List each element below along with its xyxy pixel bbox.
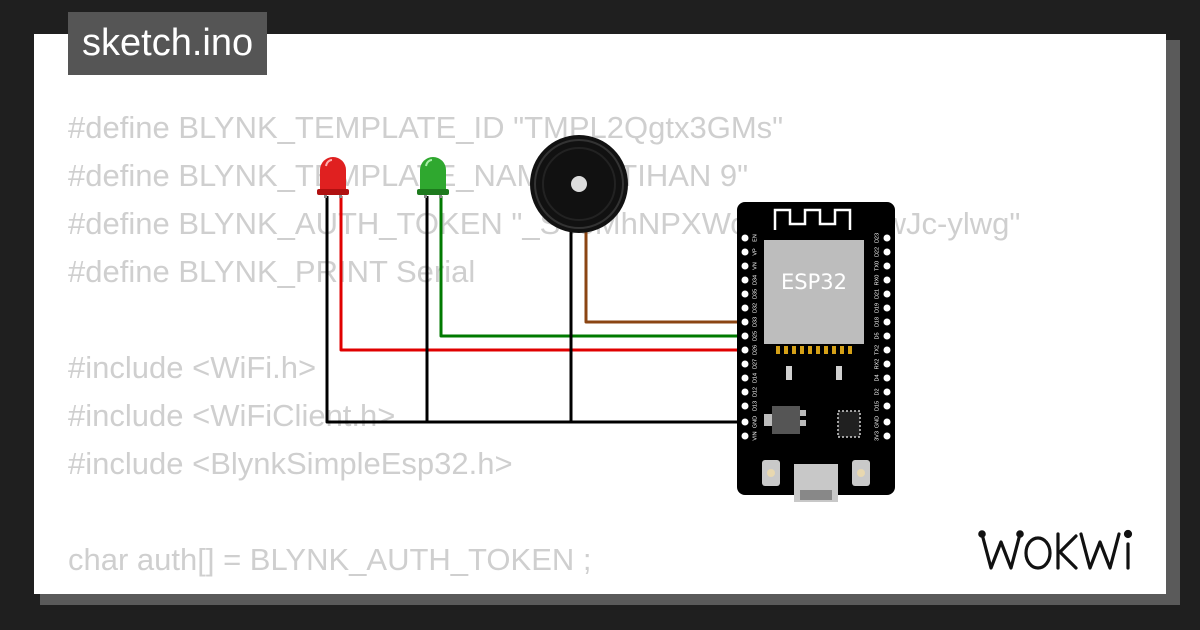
- wire-red: [339, 196, 745, 352]
- pin-label: D25: [752, 331, 758, 341]
- pin-label: D14: [752, 373, 758, 383]
- pin-label: VN: [752, 262, 758, 270]
- code-line: char ssid[] = "Wokwi-GUEST";: [68, 584, 1020, 594]
- wokwi-logo: [978, 529, 1133, 570]
- pin-label: D15: [874, 401, 880, 411]
- pin-label: GND: [874, 416, 880, 428]
- preview-card: #define BLYNK_TEMPLATE_ID "TMPL2Qgtx3GMs…: [34, 34, 1166, 594]
- pin-label: D12: [752, 387, 758, 397]
- pin-label: D27: [752, 359, 758, 369]
- wire-brown: [584, 230, 745, 324]
- pin-label: D26: [752, 345, 758, 355]
- pin-label: D33: [752, 317, 758, 327]
- pin-label: RX2: [874, 359, 880, 370]
- esp32-chip-label: ESP32: [781, 270, 847, 294]
- pin-label: RX0: [874, 275, 880, 286]
- pin-label: D35: [752, 289, 758, 299]
- pin-label: D23: [874, 233, 880, 243]
- pin-label: D19: [874, 303, 880, 313]
- pin-label: EN: [752, 234, 758, 242]
- pin-label: D5: [874, 332, 880, 339]
- pin-label: 3V3: [874, 431, 880, 441]
- pin-label: D13: [752, 401, 758, 411]
- pin-label: VP: [752, 248, 758, 256]
- pin-label: D18: [874, 317, 880, 327]
- red-led[interactable]: [317, 157, 349, 198]
- wire-black-red-led: [325, 196, 745, 424]
- code-line: #include <WiFi.h>: [68, 350, 317, 385]
- pin-label: D2: [874, 388, 880, 395]
- pin-label: TX2: [874, 345, 880, 355]
- pin-label: TX0: [874, 261, 880, 271]
- pin-label: VIN: [752, 431, 758, 440]
- code-line: #define BLYNK_TEMPLATE_ID "TMPL2Qgtx3GMs…: [68, 110, 784, 145]
- code-line: #define BLYNK_PRINT Serial: [68, 254, 476, 289]
- pin-label: GND: [752, 416, 758, 428]
- pin-label: D21: [874, 289, 880, 299]
- green-led[interactable]: [417, 157, 449, 198]
- code-line: #include <WiFiClient.h>: [68, 398, 396, 433]
- code-background: #define BLYNK_TEMPLATE_ID "TMPL2Qgtx3GMs…: [68, 104, 1020, 594]
- piezo-buzzer[interactable]: [530, 135, 628, 233]
- code-line: char auth[] = BLYNK_AUTH_TOKEN ;: [68, 542, 592, 577]
- wire-green: [439, 196, 745, 338]
- file-name-tab[interactable]: sketch.ino: [68, 12, 268, 75]
- pin-label: D22: [874, 247, 880, 257]
- pin-label: D32: [752, 303, 758, 313]
- code-line: #include <BlynkSimpleEsp32.h>: [68, 446, 513, 481]
- pin-label: D34: [752, 275, 758, 285]
- pin-label: D4: [874, 374, 880, 381]
